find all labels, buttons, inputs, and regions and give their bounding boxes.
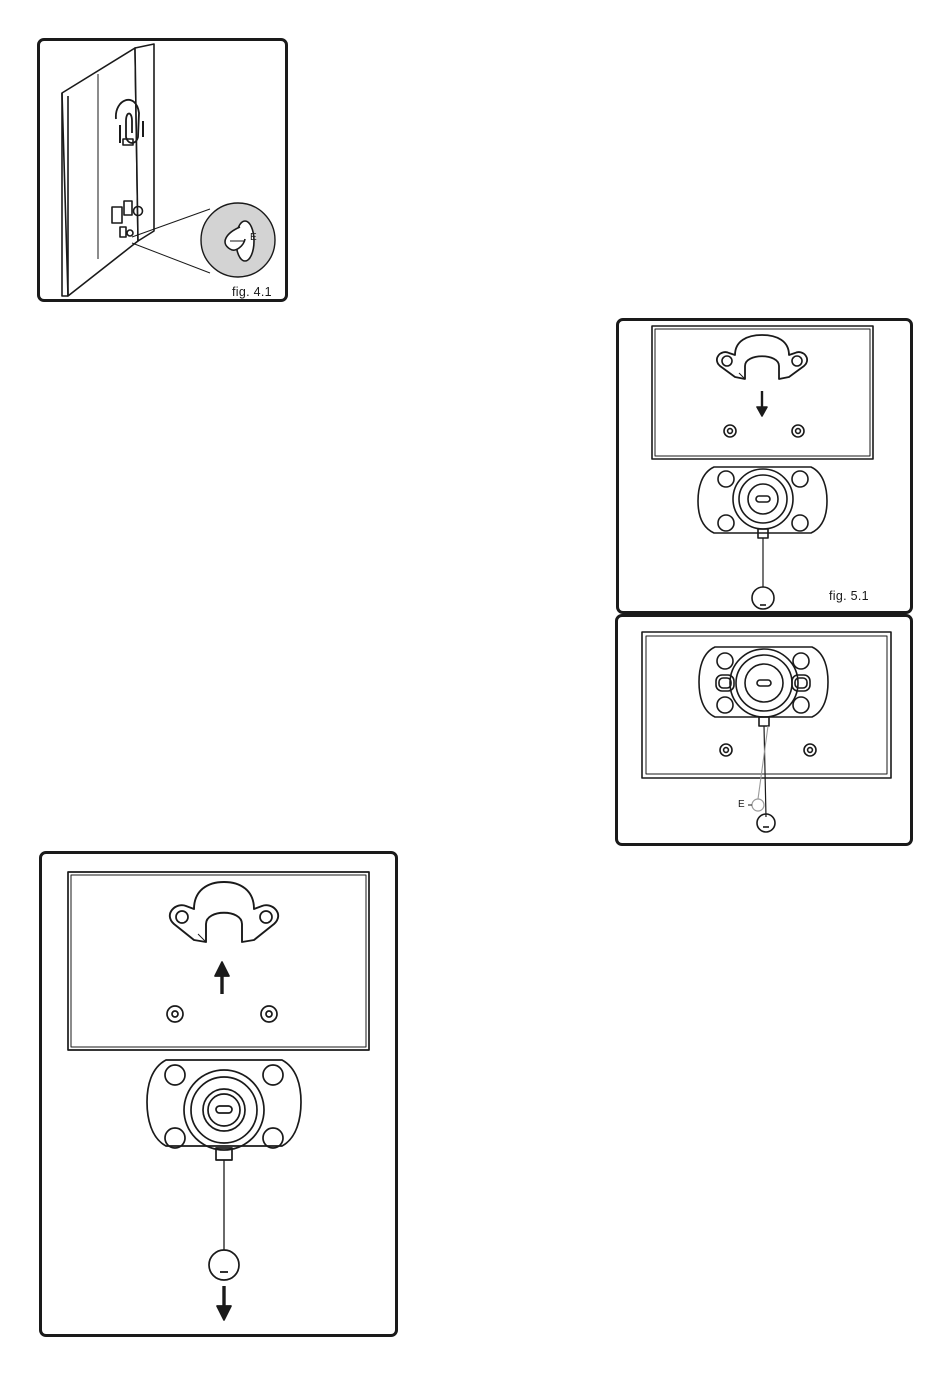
figure-5-1-drawing xyxy=(619,321,910,611)
figure-5-2-panel: E xyxy=(615,614,913,846)
figure-4-1-caption: fig. 4.1 xyxy=(232,285,272,299)
figure-4-1-drawing xyxy=(40,41,285,299)
figure-5-3-panel xyxy=(39,851,398,1337)
figure-5-1-caption: fig. 5.1 xyxy=(829,589,869,603)
figure-5-3-drawing xyxy=(42,854,395,1334)
figure-5-2-drawing xyxy=(618,617,910,843)
figure-4-1-panel: E fig. 4.1 xyxy=(37,38,288,302)
figure-4-1-callout: E xyxy=(250,232,257,243)
figure-5-2-callout: E xyxy=(738,799,745,810)
figure-5-1-panel: fig. 5.1 xyxy=(616,318,913,614)
